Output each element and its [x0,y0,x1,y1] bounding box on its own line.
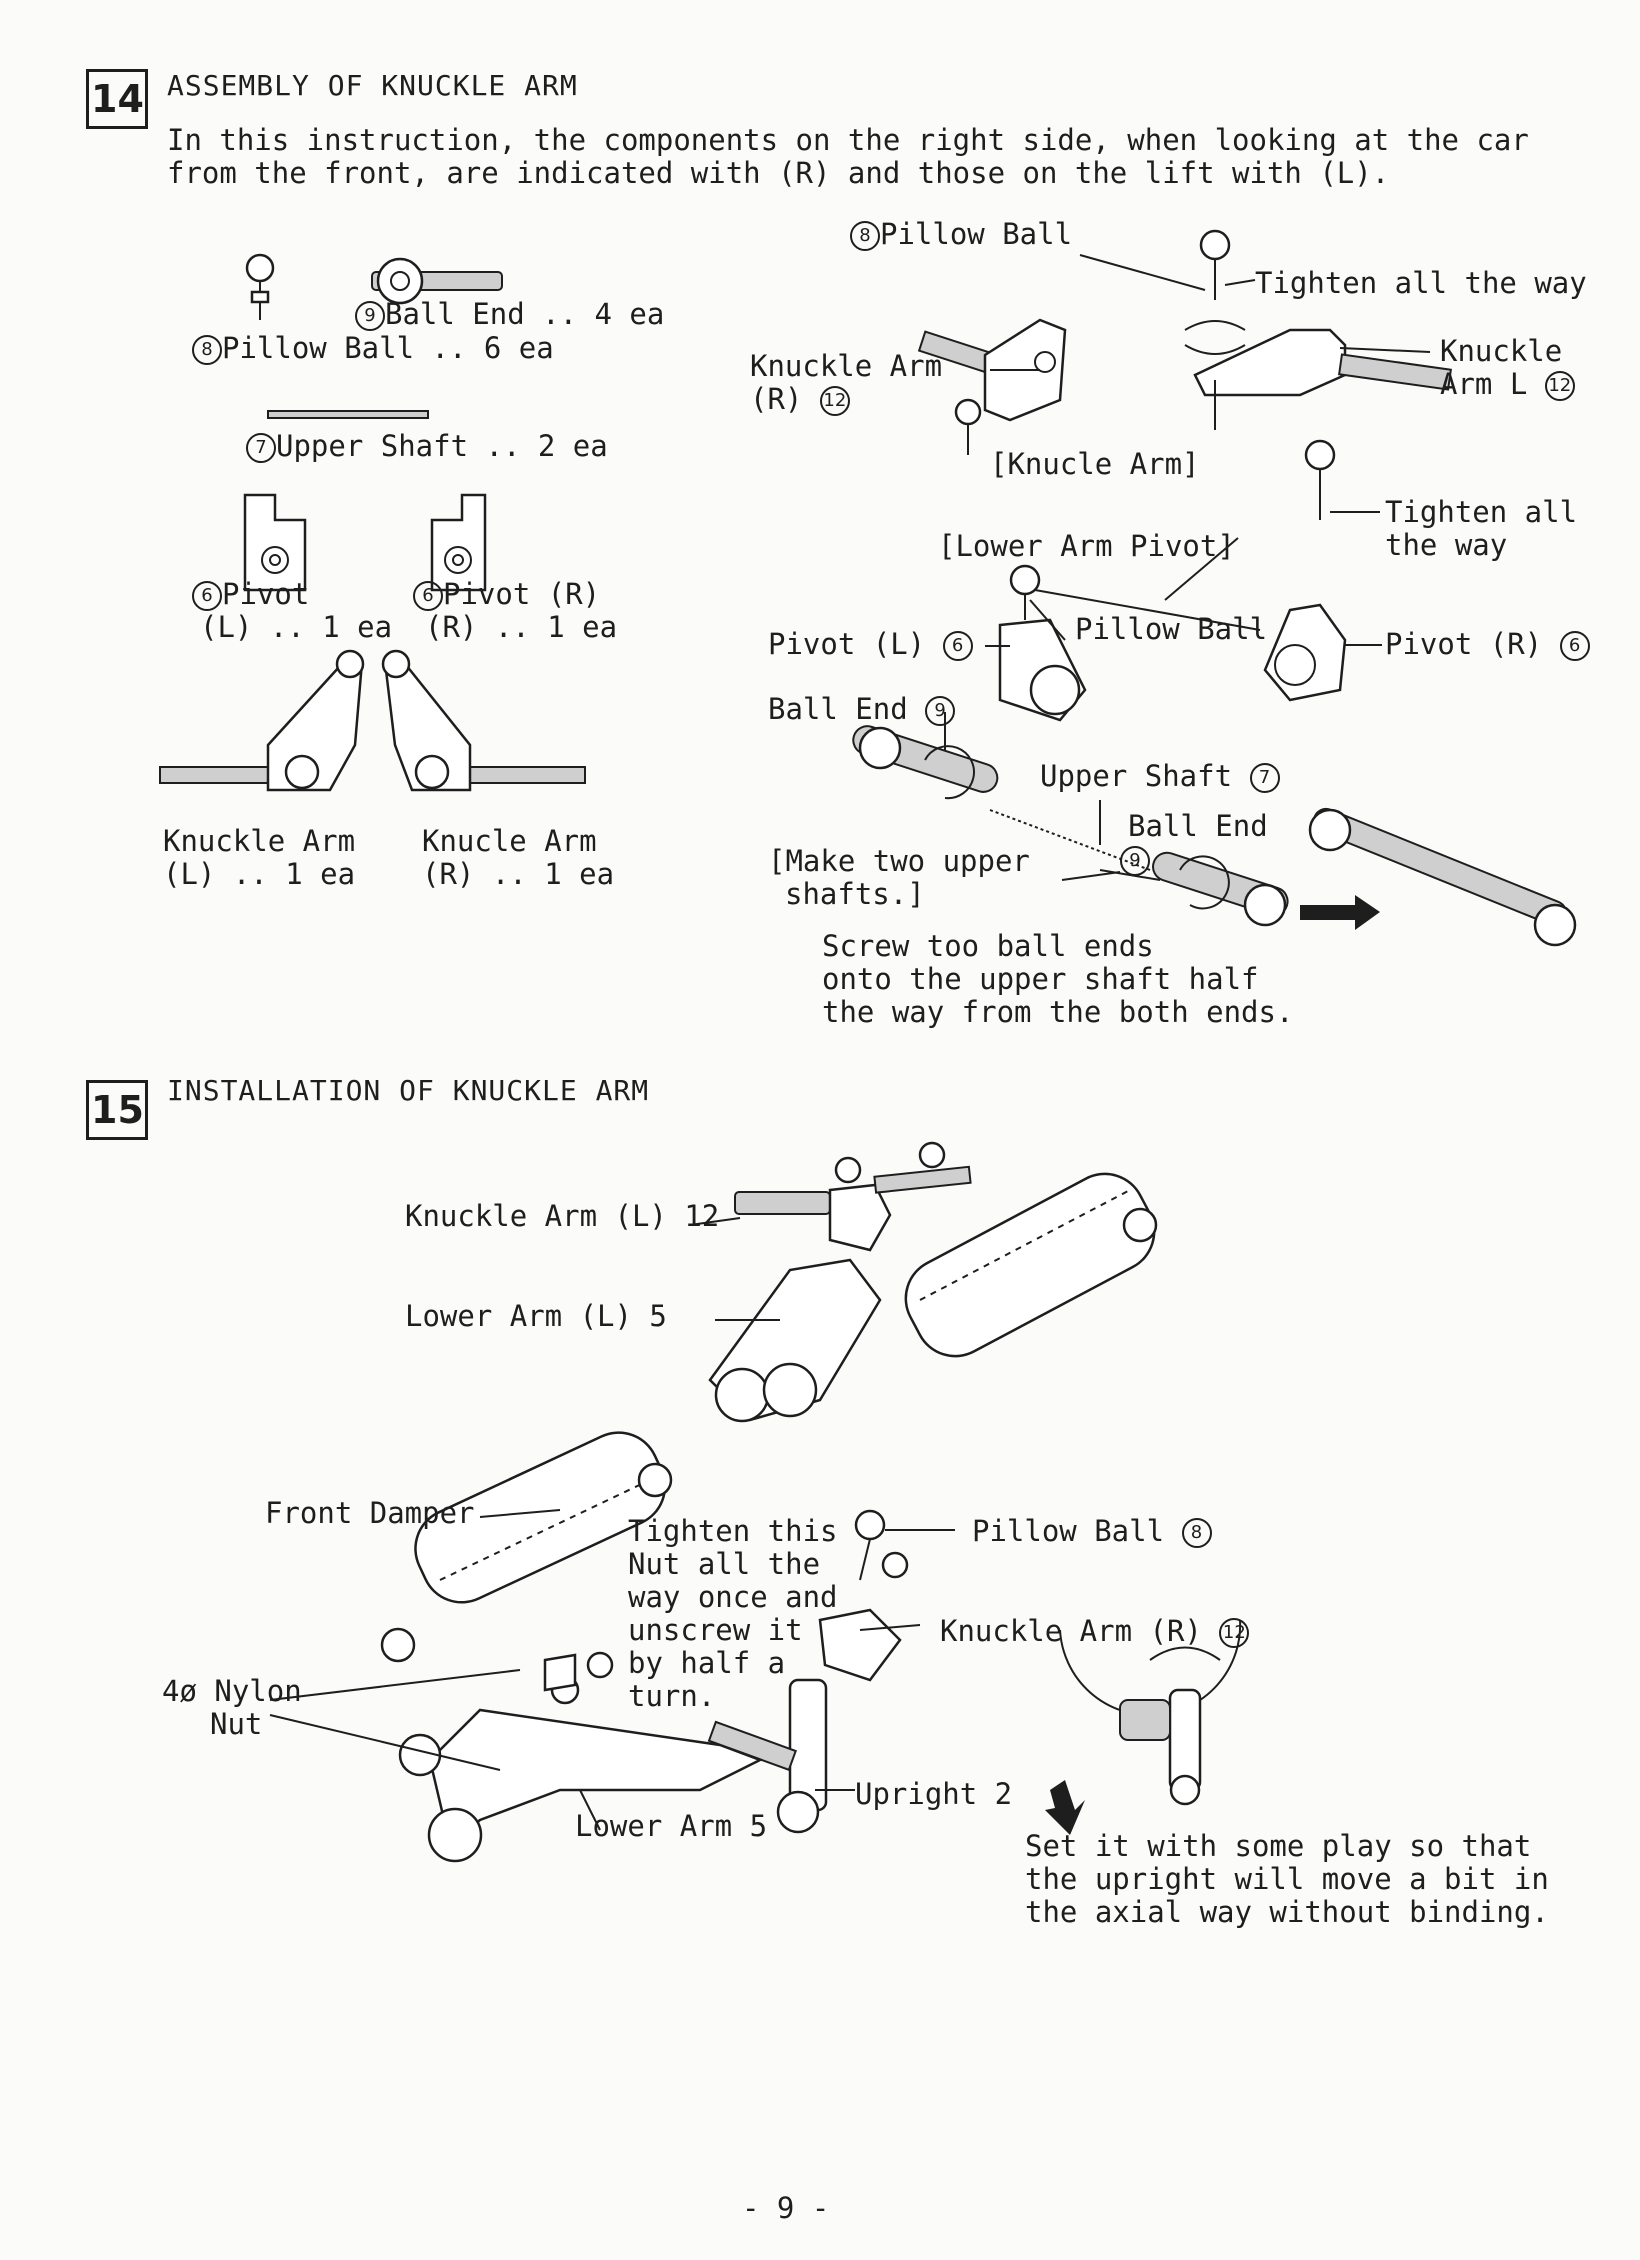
knuckle-arm-l-part-label-1: Knuckle Arm [163,824,356,858]
knuckle-arm-left-part-drawing [159,649,365,792]
upper-shaft-assembly-label: Upper Shaft 7 [1040,760,1280,793]
set-note-2: the upright will move a bit in [1025,1862,1549,1896]
upright-label: Upright 2 [855,1777,1013,1811]
lower-arm-install-label: Lower Arm 5 [575,1809,768,1843]
knuckle-arm-r-assembly-drawing [917,318,1067,455]
knuckle-arm-r-part-label-1: Knucle Arm [422,824,597,858]
step-14-title: ASSEMBLY OF KNUCKLE ARM [167,69,578,102]
knucle-arm-bracket-label: [Knucle Arm] [990,447,1200,481]
knuckle-arm-l-assembly-label-2: Arm L 12 [1440,368,1575,401]
pillow-ball-install-label: Pillow Ball 8 [972,1515,1212,1548]
pivot-right-part-drawing [430,493,487,592]
knuckle-arm-l-assembly-label-1: Knuckle [1440,334,1563,368]
rotation-arrows [924,745,1230,910]
upright-and-knuckle-drawing [707,1509,1242,1835]
ball-end-assembly-num-2: 9 [1120,843,1150,876]
pivot-l-assembly-label: Pivot (L) 6 [768,628,973,661]
tighten-note-2: Nut all the [628,1547,821,1581]
screw-note-3: the way from the both ends. [822,995,1294,1029]
pillow-ball-assembly-label-2: Pillow Ball [1075,612,1268,646]
pillow-ball-part-drawing [245,253,275,320]
screw-note-1: Screw too ball ends [822,929,1154,963]
knuckle-arm-l-install-label: Knuckle Arm (L) 12 [405,1199,720,1233]
tighten-note-1: Tighten this [628,1514,838,1548]
make-two-note-1: [Make two upper [768,844,1030,878]
knuckle-arm-l-installation-drawing [708,1141,1158,1423]
set-note-3: the axial way without binding. [1025,1895,1549,1929]
pivot-l-part-label-2: (L) .. 1 ea [200,610,393,644]
pivot-r-assembly-label: Pivot (R) 6 [1385,628,1590,661]
screw-note-2: onto the upper shaft half [822,962,1259,996]
tighten-all-label-2: the way [1385,528,1508,562]
page-number: - 9 - [742,2191,830,2225]
tighten-note-3: way once and [628,1580,838,1614]
lower-arm-l-install-label: Lower Arm (L) 5 [405,1299,667,1333]
knuckle-arm-l-part-label-2: (L) .. 1 ea [163,857,356,891]
lower-arm-installation-drawing [380,1431,764,1863]
intro-line-2: from the front, are indicated with (R) a… [167,156,1390,190]
make-two-note-2: shafts.] [785,877,925,911]
nylon-nut-label-2: Nut [210,1707,263,1741]
nylon-nut-label-1: 4ø Nylon [162,1674,302,1708]
knuckle-arm-l-assembly-drawing [1184,229,1452,430]
tighten-note-5: by half a [628,1646,786,1680]
lower-arm-pivot-bracket-label: [Lower Arm Pivot] [938,529,1235,563]
knuckle-arm-r-part-label-2: (R) .. 1 ea [422,857,615,891]
pivot-r-part-label-2: (R) .. 1 ea [425,610,618,644]
intro-line-1: In this instruction, the components on t… [167,123,1529,157]
step-15-badge: 15 [86,1080,148,1140]
ball-end-part-drawing [371,257,503,305]
tighten-all-label-1: Tighten all [1385,495,1578,529]
ball-end-assembly-label: Ball End 9 [768,693,956,726]
knuckle-arm-right-part-drawing [381,649,586,792]
tighten-note-4: unscrew it [628,1613,803,1647]
ball-end-assembly-label-2: Ball End [1128,809,1268,843]
pivot-left-part-drawing [243,493,307,592]
step-15-title: INSTALLATION OF KNUCKLE ARM [167,1074,650,1107]
upper-shaft-assembly-drawing [852,725,1577,947]
upper-shaft-part-drawing [267,410,429,419]
knuckle-arm-r-assembly-label-2: (R) 12 [750,383,850,416]
pivot-assembly-drawing [998,439,1347,722]
tighten-note-6: turn. [628,1679,716,1713]
step-14-badge: 14 [86,69,148,129]
knuckle-arm-r-assembly-label-1: Knuckle Arm [750,349,943,383]
tighten-all-the-way-label: Tighten all the way [1255,266,1587,300]
knuckle-arm-r-install-label: Knuckle Arm (R) 12 [940,1615,1250,1648]
set-note-1: Set it with some play so that [1025,1829,1532,1863]
front-damper-label: Front Damper [265,1496,475,1530]
